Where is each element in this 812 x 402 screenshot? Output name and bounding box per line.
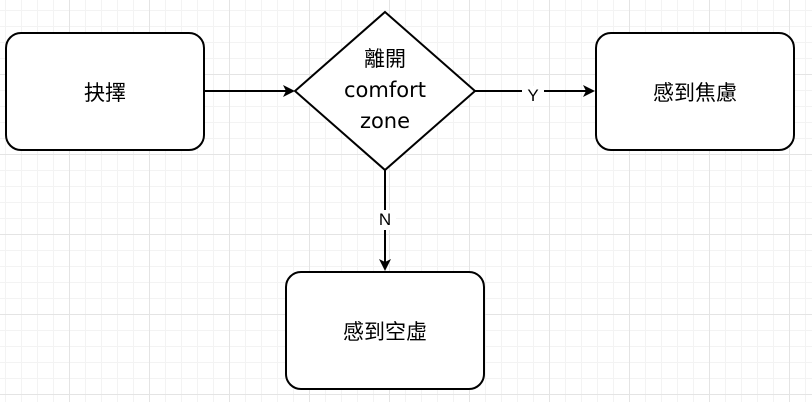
node-empty[interactable]: 感到空虛 xyxy=(285,271,485,390)
decision-label-line3: zone xyxy=(359,108,411,133)
node-choose-label: 抉擇 xyxy=(84,80,126,105)
node-empty-label: 感到空虛 xyxy=(343,319,427,344)
edge-label-yes: Y xyxy=(522,86,544,106)
decision-label-line1: 離開 xyxy=(364,46,406,71)
node-choose[interactable]: 抉擇 xyxy=(5,32,205,151)
node-anxiety-label: 感到焦慮 xyxy=(653,80,737,105)
node-anxiety[interactable]: 感到焦慮 xyxy=(595,32,795,151)
decision-label: 離開 comfort zone xyxy=(310,38,460,142)
decision-label-line2: comfort xyxy=(344,77,426,102)
edge-label-no: N xyxy=(374,210,396,230)
